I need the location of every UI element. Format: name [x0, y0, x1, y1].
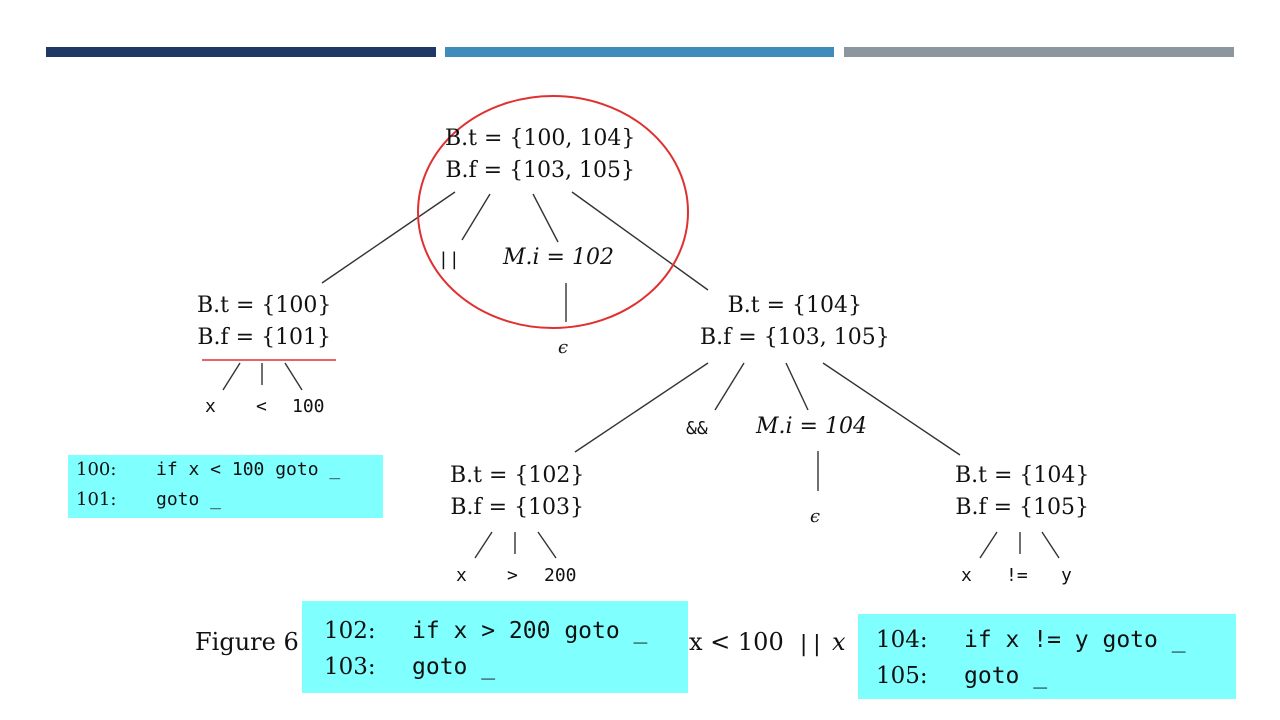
node-root-bt: B.t = {100, 104} [445, 126, 636, 151]
node-right: B.t = {104} B.f = {103, 105} [700, 290, 890, 354]
code-line-number: 102: [324, 618, 376, 644]
figure-caption-or: || [797, 632, 824, 657]
edge-right-m [785, 362, 809, 411]
node-rl: B.t = {102} B.f = {103} [450, 460, 584, 524]
code-line-number: 101: [76, 489, 117, 510]
code-box-2: 102: if x > 200 goto _ 103: goto _ [302, 601, 688, 693]
code-line: 104: if x != y goto _ [858, 622, 1236, 658]
code-line: 101: goto _ [68, 485, 383, 515]
code-line-text: if x > 200 goto _ [412, 618, 648, 644]
rl-leaf-op: > [507, 565, 518, 586]
code-line: 103: goto _ [302, 649, 688, 685]
edge-left-val [284, 362, 303, 391]
code-line-text: goto _ [964, 663, 1048, 689]
left-leaf-op: < [256, 396, 267, 417]
edge-left-x [222, 362, 241, 391]
figure-caption-x: x [832, 628, 846, 656]
code-line: 105: goto _ [858, 658, 1236, 694]
code-line-number: 100: [76, 459, 117, 480]
node-right-bt: B.t = {104} [727, 293, 863, 318]
edge-right-rl [574, 362, 709, 453]
figure-caption-left: Figure 6 [195, 628, 299, 656]
and-operator: && [686, 418, 708, 439]
code-line-number: 105: [876, 663, 928, 689]
edge-root-left [321, 191, 456, 284]
header-bar-gray [844, 47, 1234, 57]
node-rl-bf: B.f = {103} [450, 495, 585, 520]
node-left: B.t = {100} B.f = {101} [197, 290, 331, 354]
node-rr-bt: B.t = {104} [955, 463, 1090, 488]
or-operator: || [438, 249, 460, 270]
code-line-number: 104: [876, 627, 928, 653]
figure-caption-mid: x < 100 [689, 628, 784, 656]
rl-leaf-x: x [456, 565, 467, 586]
epsilon-2: ϵ [810, 506, 821, 527]
marker-m2: M.i = 104 [756, 414, 867, 439]
node-left-bf: B.f = {101} [197, 325, 332, 350]
code-line: 100: if x < 100 goto _ [68, 455, 383, 485]
node-right-bf: B.f = {103, 105} [700, 325, 890, 350]
header-bar-blue [445, 47, 834, 57]
marker-m1: M.i = 102 [503, 245, 614, 270]
node-root-bf: B.f = {103, 105} [445, 158, 636, 183]
header-bar-dark [46, 47, 436, 57]
code-line-text: goto _ [412, 654, 496, 680]
code-line-text: goto _ [156, 489, 222, 510]
node-rl-bt: B.t = {102} [450, 463, 585, 488]
edge-rr-val [1041, 531, 1060, 559]
node-left-bt: B.t = {100} [197, 293, 332, 318]
node-rr-bf: B.f = {105} [955, 495, 1090, 520]
rl-leaf-val: 200 [544, 565, 577, 586]
left-leaf-val: 100 [292, 396, 325, 417]
left-leaf-x: x [205, 396, 216, 417]
edge-right-rr [822, 362, 961, 456]
edge-root-or [461, 193, 491, 241]
rr-leaf-x: x [961, 565, 972, 586]
edge-right-and [714, 362, 745, 411]
code-line-text: if x < 100 goto _ [156, 459, 341, 480]
highlight-circle [417, 95, 689, 329]
node-rr: B.t = {104} B.f = {105} [955, 460, 1089, 524]
node-root: B.t = {100, 104} B.f = {103, 105} [445, 123, 635, 187]
rr-leaf-val: y [1061, 565, 1072, 586]
edge-rl-val [537, 531, 557, 559]
code-line: 102: if x > 200 goto _ [302, 613, 688, 649]
edge-root-m [532, 193, 559, 243]
edge-rl-x [474, 531, 493, 559]
code-box-1: 100: if x < 100 goto _ 101: goto _ [68, 455, 383, 518]
code-box-3: 104: if x != y goto _ 105: goto _ [858, 614, 1236, 699]
rr-leaf-op: != [1006, 565, 1028, 586]
code-line-number: 103: [324, 654, 376, 680]
epsilon-1: ϵ [558, 337, 569, 358]
edge-rr-x [979, 531, 998, 559]
edge-root-right [571, 191, 709, 291]
code-line-text: if x != y goto _ [964, 627, 1186, 653]
